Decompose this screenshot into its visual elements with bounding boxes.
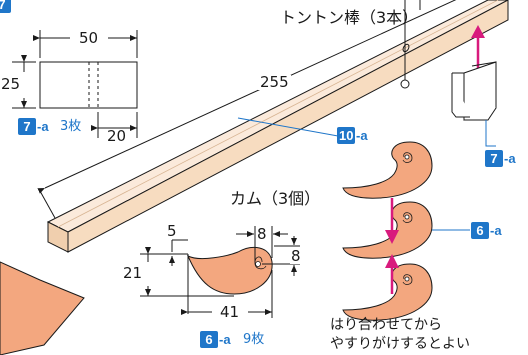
insert-arrow <box>471 25 485 72</box>
cam-dim-width: 41 <box>218 303 242 321</box>
stack-part-suffix: -a <box>490 223 502 238</box>
paper-part-count: 3枚 <box>60 119 82 134</box>
cam-part-suffix: -a <box>219 332 231 347</box>
corner-part-badge: 7 <box>0 0 11 13</box>
hanging-string <box>400 0 421 89</box>
cam-dim-hole-y: 8 <box>290 247 302 265</box>
stick-title: トントン棒（3本） <box>280 8 419 27</box>
cam-dim-top: 5 <box>167 222 177 240</box>
holder-part-badge: 7 <box>485 150 503 167</box>
cam-part-count: 9枚 <box>243 332 265 347</box>
cam-dim-hole-x: 8 <box>257 225 267 243</box>
length-dimension-line <box>37 0 457 194</box>
cam-title: カム（3個） <box>230 189 321 208</box>
cam-dim-height: 21 <box>123 264 143 282</box>
paper-part-badge: 7 <box>18 118 36 135</box>
paper-height-label: 25 <box>0 75 22 93</box>
paper-part-drawing <box>12 30 138 138</box>
stack-part-badge: 6 <box>471 222 489 239</box>
stack-note-line1: はり合わせてから <box>330 317 442 333</box>
holder-part-suffix: -a <box>504 151 516 166</box>
stick-leader-line <box>237 117 339 137</box>
partial-part-shape <box>0 261 85 355</box>
paper-holder <box>451 61 497 121</box>
cam-part-drawing <box>140 226 300 318</box>
stack-arrows <box>385 198 399 294</box>
cam-stack <box>342 141 433 321</box>
tonton-stick <box>46 0 509 253</box>
cam-part-badge: 6 <box>200 331 218 348</box>
stick-part-suffix: -a <box>356 128 368 143</box>
paper-width-label: 50 <box>76 31 102 46</box>
stick-length-label: 255 <box>258 73 291 91</box>
paper-part-suffix: -a <box>37 119 49 134</box>
paper-tab-label: 20 <box>107 127 127 145</box>
stick-part-badge: 10 <box>337 127 356 144</box>
stack-note-line2: やすりがけするとよい <box>330 336 470 352</box>
